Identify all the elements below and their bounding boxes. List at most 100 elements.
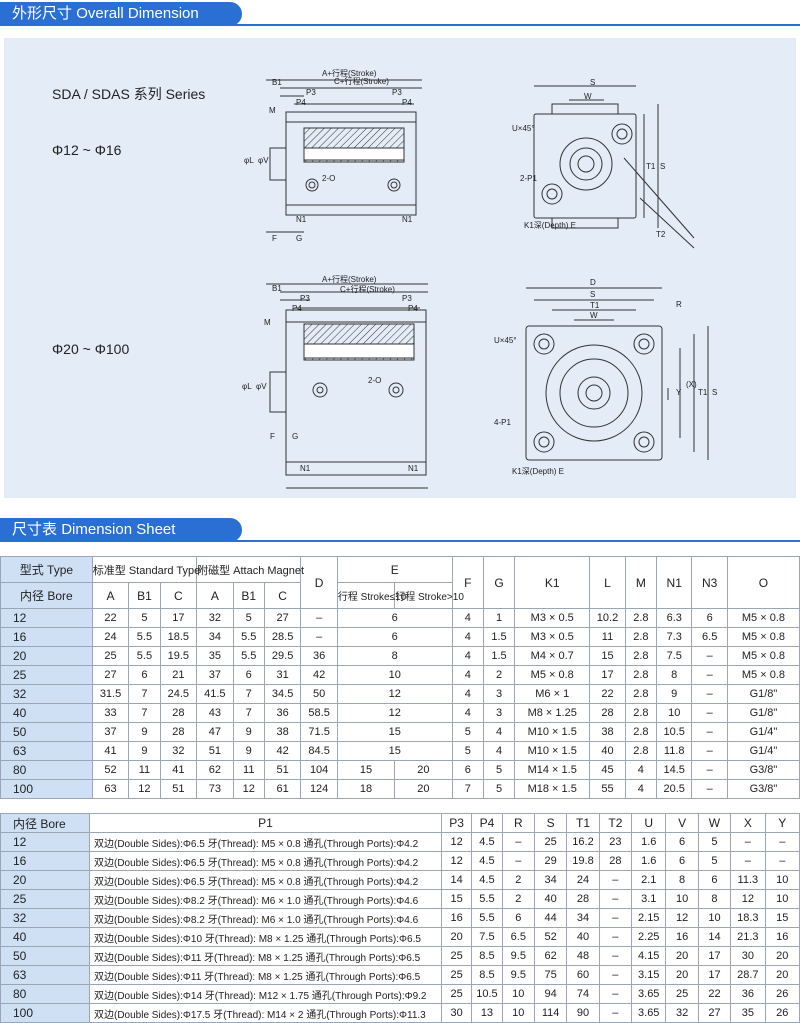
- label-s-bottom: S: [590, 290, 596, 299]
- table-cell: 37: [196, 665, 234, 685]
- table-cell: 22: [91, 608, 130, 628]
- table-cell: –: [691, 741, 728, 761]
- header-o: O: [726, 556, 800, 609]
- table-cell: 1: [482, 608, 516, 628]
- table-cell: 51: [196, 741, 234, 761]
- table-cell: –: [730, 851, 766, 871]
- label-p3-top-left: P3: [306, 88, 316, 97]
- p1-cell: 双边(Double Sides):Φ8.2 牙(Thread): M6 × 1.…: [89, 889, 442, 909]
- table-cell: 36: [300, 646, 338, 666]
- table-cell: 38: [263, 722, 302, 742]
- table-cell: –: [691, 722, 728, 742]
- table-cell: G1/4": [726, 722, 800, 742]
- label-c-stroke-bottom: C+行程(Stroke): [340, 285, 395, 294]
- table-cell: 12: [665, 908, 699, 928]
- table-cell: M4 × 0.7: [514, 646, 591, 666]
- table-cell: 6: [336, 608, 453, 628]
- header-m: M: [624, 556, 658, 609]
- table-cell: 2.8: [624, 703, 658, 723]
- header-e: E: [336, 556, 453, 583]
- header-std-a: A: [91, 582, 130, 609]
- p1-cell: 双边(Double Sides):Φ6.5 牙(Thread): M5 × 0.…: [89, 870, 442, 890]
- table-cell: 32: [159, 741, 198, 761]
- table-cell: 5: [232, 608, 265, 628]
- table-cell: 2.8: [624, 741, 658, 761]
- label-t1-side-bottom: T1: [698, 388, 708, 397]
- table-cell: 2: [482, 665, 516, 685]
- table-cell: –: [300, 608, 338, 628]
- header-standard-type: 标准型 Standard Type: [91, 556, 200, 583]
- table-cell: 12: [440, 832, 473, 852]
- header-cell: Y: [764, 813, 800, 833]
- table-cell: 8: [655, 665, 693, 685]
- table-cell: 27: [697, 1003, 732, 1023]
- table-cell: G3/8": [726, 760, 800, 780]
- table-cell: 33: [91, 703, 130, 723]
- table-cell: 4.5: [471, 870, 503, 890]
- header-type: 型式 Type: [0, 556, 93, 583]
- section-title-cn: 尺寸表: [12, 521, 58, 538]
- table-cell: –: [598, 1003, 633, 1023]
- label-m-top: M: [269, 106, 276, 115]
- header-att-c: C: [263, 582, 302, 609]
- label-t1-bottom: T1: [590, 301, 600, 310]
- table-cell: 7.5: [655, 646, 693, 666]
- table-cell: 18: [336, 779, 396, 799]
- table-cell: 84.5: [300, 741, 338, 761]
- table-cell: 12: [336, 703, 453, 723]
- table-cell: 40: [533, 889, 568, 909]
- label-r: R: [676, 300, 682, 309]
- table-cell: 11: [128, 760, 161, 780]
- bore-cell: 25: [0, 665, 93, 685]
- table-cell: 10.5: [655, 722, 693, 742]
- table-cell: 12: [128, 779, 161, 799]
- table-cell: 4: [451, 665, 484, 685]
- header-cell: W: [697, 813, 732, 833]
- table-cell: 26: [764, 984, 800, 1004]
- header-cell: X: [730, 813, 766, 833]
- bore-cell: 12: [0, 832, 90, 852]
- table-cell: 9: [232, 722, 265, 742]
- end-view-small: [533, 85, 695, 249]
- table-cell: 24.5: [159, 684, 198, 704]
- table-cell: 41.5: [196, 684, 234, 704]
- table-cell: 10: [655, 703, 693, 723]
- table-cell: –: [598, 946, 633, 966]
- side-view-large: [266, 283, 428, 489]
- label-2o-bottom: 2-O: [368, 376, 382, 385]
- table-cell: 18.3: [730, 908, 766, 928]
- table-cell: 94: [533, 984, 568, 1004]
- bore-cell: 63: [0, 741, 93, 761]
- p1-cell: 双边(Double Sides):Φ10 牙(Thread): M8 × 1.2…: [89, 927, 442, 947]
- label-p4-top-right: P4: [402, 98, 412, 107]
- table-cell: 4: [451, 646, 484, 666]
- label-x: (X): [686, 380, 697, 389]
- bore-cell: 16: [0, 627, 93, 647]
- label-t2: T2: [656, 230, 666, 239]
- bore-cell: 20: [0, 646, 93, 666]
- table-cell: 22: [697, 984, 732, 1004]
- table-cell: 10.2: [589, 608, 626, 628]
- label-t1-top: T1: [646, 162, 656, 171]
- header-cell: P3: [440, 813, 473, 833]
- table-cell: 4: [451, 608, 484, 628]
- table-cell: 2.8: [624, 646, 658, 666]
- section-title-en: Dimension Sheet: [61, 521, 176, 538]
- table-cell: 4: [451, 627, 484, 647]
- table-cell: –: [764, 832, 800, 852]
- table-cell: 15: [336, 722, 453, 742]
- header-att-a: A: [196, 582, 234, 609]
- bore-cell: 63: [0, 965, 90, 985]
- table-cell: 9: [128, 722, 161, 742]
- table-cell: 2.8: [624, 665, 658, 685]
- label-g-bottom: G: [292, 432, 299, 441]
- table-cell: 5.5: [128, 627, 161, 647]
- p1-cell: 双边(Double Sides):Φ17.5 牙(Thread): M14 × …: [89, 1003, 442, 1023]
